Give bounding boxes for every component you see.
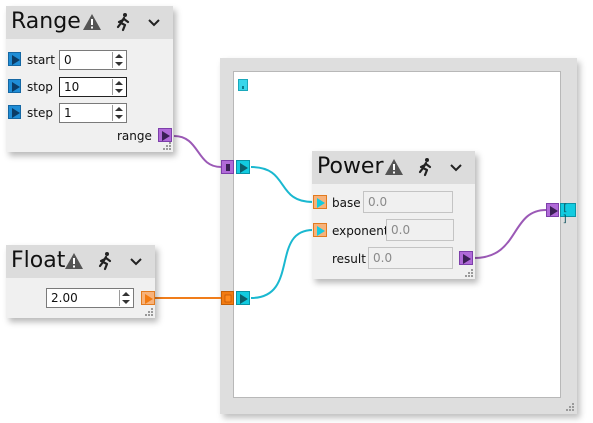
result-field: 0.0: [368, 247, 453, 269]
wire-range-to-group: [173, 135, 222, 168]
chevron-down-icon[interactable]: [446, 157, 466, 177]
list-marker: [ ]: [562, 203, 568, 225]
stop-label: stop: [27, 80, 53, 94]
range-node-header[interactable]: Range: [6, 6, 173, 39]
resize-grip-icon[interactable]: [145, 308, 153, 316]
running-person-icon[interactable]: [415, 157, 435, 177]
step-label: step: [27, 106, 53, 120]
step-value: 1: [64, 106, 72, 120]
stop-input-port[interactable]: [8, 79, 21, 93]
spin-arrows[interactable]: [112, 79, 125, 95]
group-in-port-list[interactable]: [221, 160, 234, 174]
range-output-label: range: [117, 129, 152, 143]
result-output-port[interactable]: [459, 251, 473, 265]
exponent-label: exponent: [332, 224, 389, 238]
spin-arrows[interactable]: [112, 52, 125, 68]
exponent-input-port[interactable]: [313, 223, 327, 237]
group-marker: [238, 79, 248, 91]
warning-triangle-icon[interactable]: [64, 251, 84, 271]
float-spinbox[interactable]: 2.00: [46, 288, 134, 308]
chevron-down-icon[interactable]: [144, 12, 164, 32]
step-input-port[interactable]: [8, 105, 21, 119]
resize-grip-icon[interactable]: [163, 142, 171, 150]
stop-value: 10: [64, 80, 80, 94]
running-person-icon[interactable]: [95, 251, 115, 271]
running-person-icon[interactable]: [113, 12, 133, 32]
base-value: 0.0: [368, 195, 388, 209]
exponent-field[interactable]: 0.0: [386, 219, 454, 241]
start-spinbox[interactable]: 0: [59, 50, 127, 70]
stop-spinbox[interactable]: 10: [59, 77, 127, 97]
start-label: start: [27, 53, 55, 67]
resize-grip-icon[interactable]: [465, 269, 473, 277]
start-input-port[interactable]: [8, 52, 21, 66]
warning-triangle-icon[interactable]: [384, 157, 404, 177]
float-value: 2.00: [51, 291, 78, 305]
result-label: result: [332, 252, 366, 266]
node-title: Float: [11, 248, 66, 273]
exponent-value: 0.0: [391, 223, 411, 237]
base-input-port[interactable]: [313, 195, 327, 209]
base-label: base: [332, 196, 361, 210]
group-out-port-list[interactable]: [236, 160, 250, 174]
base-field[interactable]: 0.0: [363, 191, 453, 213]
group-result-in-port[interactable]: [546, 203, 559, 217]
group-out-port-float[interactable]: [236, 291, 250, 305]
power-node[interactable]: Power base 0.0 exponent 0.0 result 0.0: [312, 151, 475, 279]
step-spinbox[interactable]: 1: [59, 103, 127, 123]
spin-arrows[interactable]: [119, 290, 132, 306]
group-result-out-port[interactable]: [ ]: [560, 203, 576, 225]
range-output-port[interactable]: [158, 128, 172, 142]
resize-grip-icon[interactable]: [566, 403, 574, 411]
result-value: 0.0: [373, 251, 393, 265]
range-node[interactable]: Range start 0 stop 10 step 1: [6, 6, 173, 152]
float-output-port[interactable]: [141, 291, 155, 305]
chevron-down-icon[interactable]: [126, 251, 146, 271]
start-value: 0: [64, 53, 72, 67]
float-node[interactable]: Float 2.00: [6, 245, 155, 318]
float-node-header[interactable]: Float: [6, 245, 155, 278]
power-node-header[interactable]: Power: [312, 151, 475, 184]
node-title: Power: [317, 154, 384, 179]
warning-triangle-icon[interactable]: [82, 12, 102, 32]
group-in-port-float[interactable]: [221, 291, 234, 305]
node-title: Range: [11, 9, 81, 34]
spin-arrows[interactable]: [112, 105, 125, 121]
